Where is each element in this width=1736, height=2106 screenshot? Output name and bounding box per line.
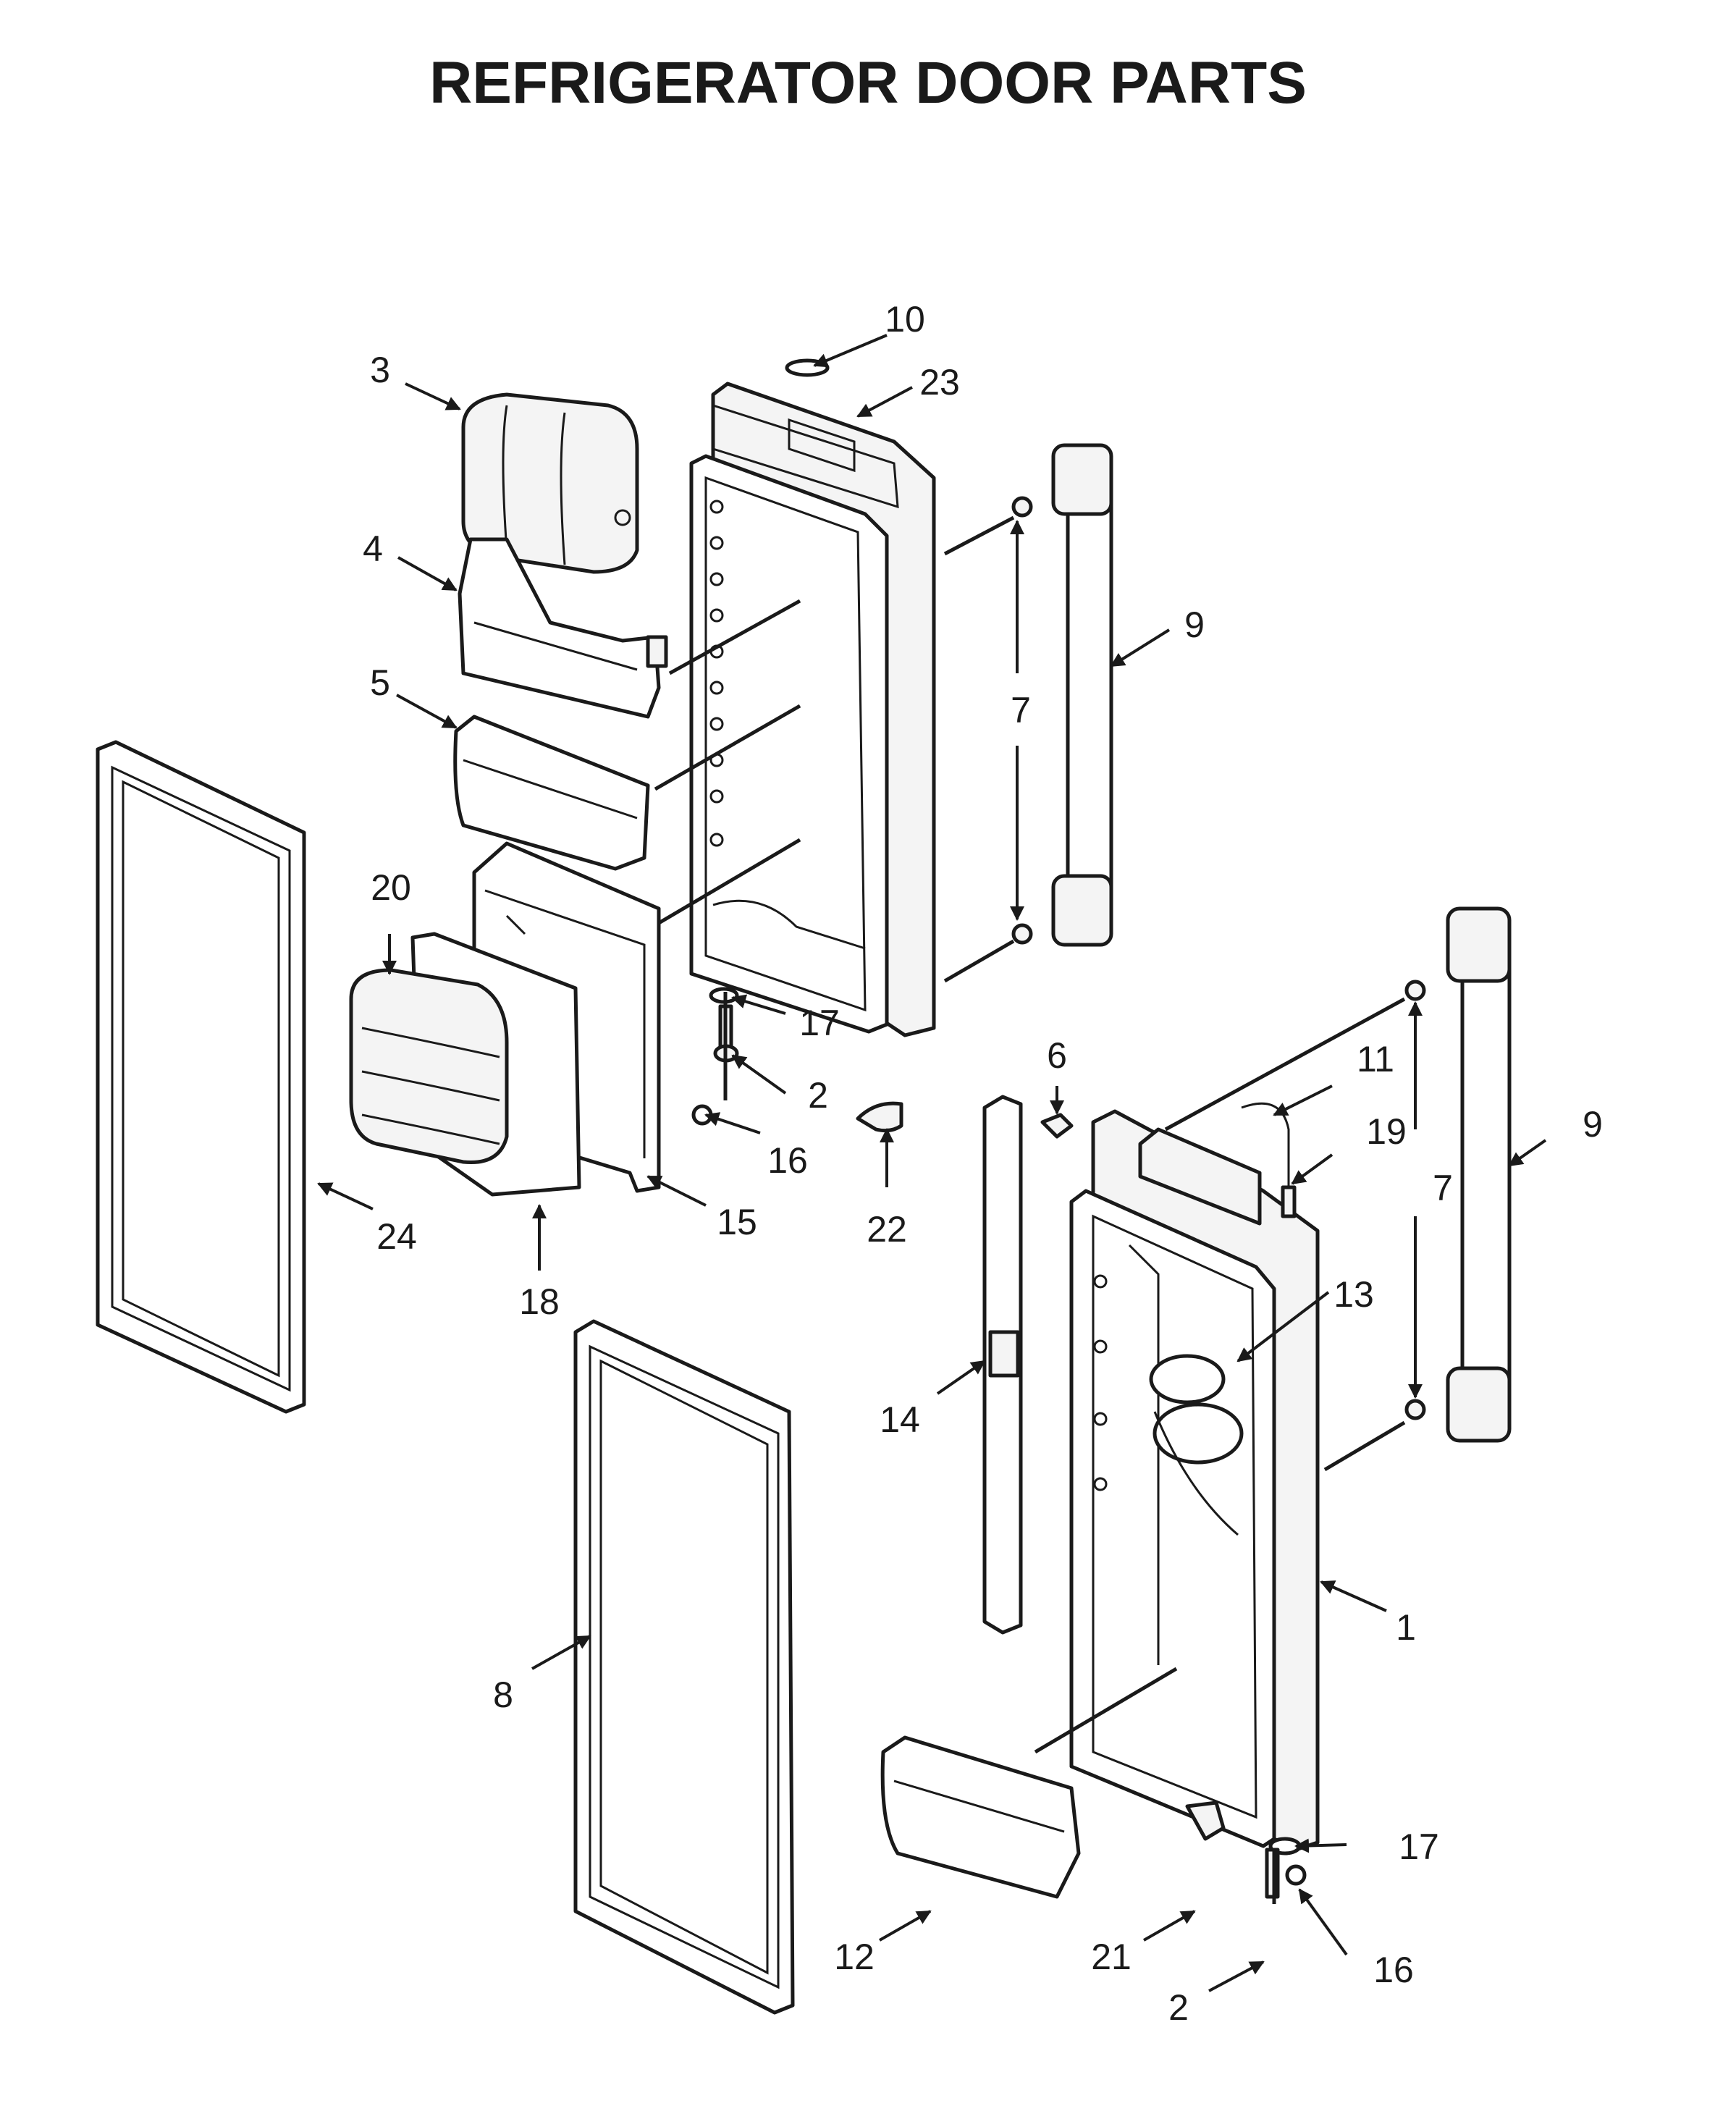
- callout-2a: 2: [808, 1075, 828, 1116]
- part-9-handle-lower: [1446, 906, 1512, 1443]
- part-21-bracket: [1185, 1800, 1226, 1841]
- part-18-20-ice-bin: [349, 932, 581, 1197]
- callout-1: 1: [1396, 1607, 1416, 1648]
- part-9-handle-upper: [1051, 443, 1113, 947]
- callout-2b: 2: [1168, 1987, 1189, 2028]
- callout-9b: 9: [1583, 1104, 1603, 1145]
- callout-3: 3: [370, 350, 390, 390]
- left-door-liner: [689, 382, 936, 1037]
- callout-17a: 17: [799, 1003, 840, 1043]
- callout-21: 21: [1091, 1937, 1132, 1977]
- assembly-guides: [654, 515, 1406, 1904]
- part-6-screw: [1040, 1113, 1074, 1139]
- callout-24: 24: [376, 1216, 417, 1257]
- callout-8: 8: [493, 1675, 513, 1715]
- callout-5: 5: [370, 662, 390, 703]
- callout-17b: 17: [1399, 1827, 1439, 1867]
- callout-12: 12: [834, 1937, 875, 1977]
- callout-15: 15: [717, 1202, 757, 1242]
- hinge-hardware-upper: [691, 987, 739, 1126]
- leader-arrows: [317, 334, 1547, 1992]
- callout-4: 4: [363, 528, 383, 569]
- callout-7a: 7: [1011, 690, 1031, 730]
- callout-9a: 9: [1184, 605, 1205, 645]
- callout-23: 23: [919, 362, 960, 403]
- callout-14: 14: [880, 1399, 920, 1440]
- part-4-bin: [458, 537, 668, 719]
- right-door-liner: [1069, 1109, 1320, 1852]
- part-19-fitting: [1281, 1185, 1297, 1218]
- part-14-bar: [982, 1095, 1023, 1635]
- callout-16a: 16: [767, 1140, 808, 1181]
- callout-18: 18: [519, 1281, 560, 1322]
- callout-10: 10: [885, 299, 925, 340]
- part-24-gasket: [96, 740, 306, 1414]
- part-5-bin: [453, 715, 650, 871]
- callout-11: 11: [1357, 1039, 1394, 1079]
- part-8-gasket: [573, 1319, 795, 2015]
- part-22-bracket: [856, 1101, 903, 1133]
- callout-16b: 16: [1373, 1950, 1414, 1990]
- callout-20: 20: [371, 867, 411, 908]
- diagram-title: REFRIGERATOR DOOR PARTS: [429, 50, 1307, 116]
- callout-labels: 10 23 3 4 5 20 9 7 17 2 16 22 24 18 15 6…: [363, 299, 1603, 2028]
- callout-13: 13: [1333, 1274, 1374, 1315]
- callout-19: 19: [1366, 1111, 1407, 1152]
- callout-6: 6: [1047, 1035, 1067, 1076]
- part-12-bin: [880, 1735, 1081, 1899]
- callout-22: 22: [867, 1209, 907, 1250]
- part-7-pins: [1011, 496, 1426, 1420]
- callout-7b: 7: [1433, 1168, 1453, 1208]
